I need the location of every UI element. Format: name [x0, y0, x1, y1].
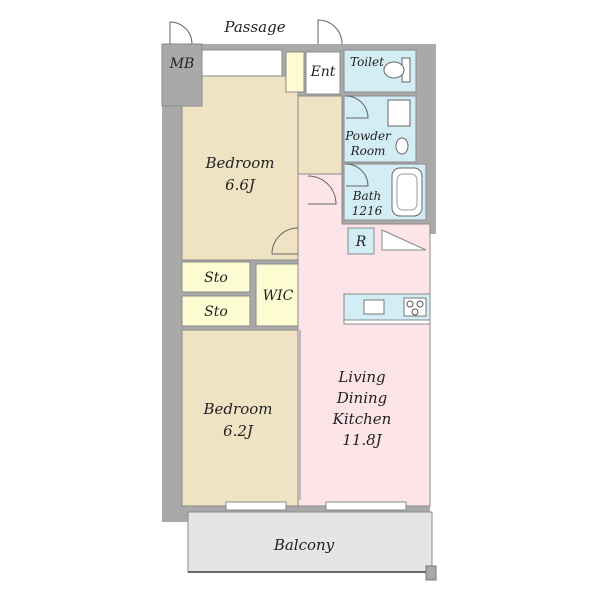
kitchen-sink: [363, 299, 385, 315]
ldk-slope: [381, 229, 427, 251]
stove-burner: [416, 300, 424, 308]
door-ldk: [307, 175, 337, 205]
storage-2: [181, 295, 251, 327]
stove-burner: [406, 300, 414, 308]
door-bath: [345, 163, 369, 187]
living-dining-kitchen: [297, 173, 431, 507]
bedroom-2-size: 6.2J: [223, 422, 254, 440]
bath-label-2: 1216: [352, 204, 383, 218]
door-passage-left: [169, 21, 193, 45]
door-passage-right: [317, 19, 343, 45]
bedroom-2-name: Bedroom: [203, 400, 273, 418]
stove-top: [403, 297, 427, 317]
refrigerator-label: R: [355, 234, 367, 250]
window-ldk: [325, 501, 407, 511]
wic-label: WIC: [263, 288, 294, 304]
counter-edge: [343, 319, 431, 325]
powder-room-label-2: Room: [350, 144, 386, 158]
window-bedroom-2: [225, 501, 287, 511]
bedroom-2: [181, 329, 299, 507]
storage-1: [181, 261, 251, 293]
entrance-floor: [305, 51, 341, 95]
storage-2-label: Sto: [204, 304, 228, 320]
bedroom-1: [181, 75, 299, 261]
door-bedroom-1: [271, 227, 299, 255]
balcony-post: [425, 565, 437, 581]
door-powder: [345, 95, 369, 119]
ldk-size: 11.8J: [342, 431, 382, 449]
passage-label: Passage: [223, 18, 285, 36]
balcony: [187, 511, 433, 573]
bedroom-1-name: Bedroom: [205, 154, 275, 172]
ent-label: Ent: [310, 64, 336, 80]
balcony-label: Balcony: [273, 536, 335, 554]
wash-basin: [395, 137, 409, 155]
refrigerator-space: [347, 227, 375, 255]
toilet-label: Toilet: [350, 55, 384, 69]
toilet-bowl: [383, 61, 405, 79]
ldk-label-2: Dining: [336, 389, 388, 407]
mb-label: MB: [169, 56, 195, 72]
stove-burner: [411, 308, 419, 316]
passage-corridor: [201, 49, 283, 77]
entrance-storage: [285, 51, 305, 93]
mb-box: [161, 43, 203, 107]
entrance-hall: [297, 95, 343, 175]
powder-cabinet: [387, 99, 411, 127]
storage-1-label: Sto: [204, 270, 228, 286]
walk-in-closet: [255, 263, 299, 327]
ldk-label-3: Kitchen: [332, 410, 392, 428]
bedroom-1-size: 6.6J: [225, 176, 256, 194]
powder-room-label-1: Powder: [344, 129, 392, 143]
ldk-label-1: Living: [337, 368, 385, 386]
bath-label-1: Bath: [352, 189, 382, 203]
bathtub-inner: [396, 173, 418, 211]
